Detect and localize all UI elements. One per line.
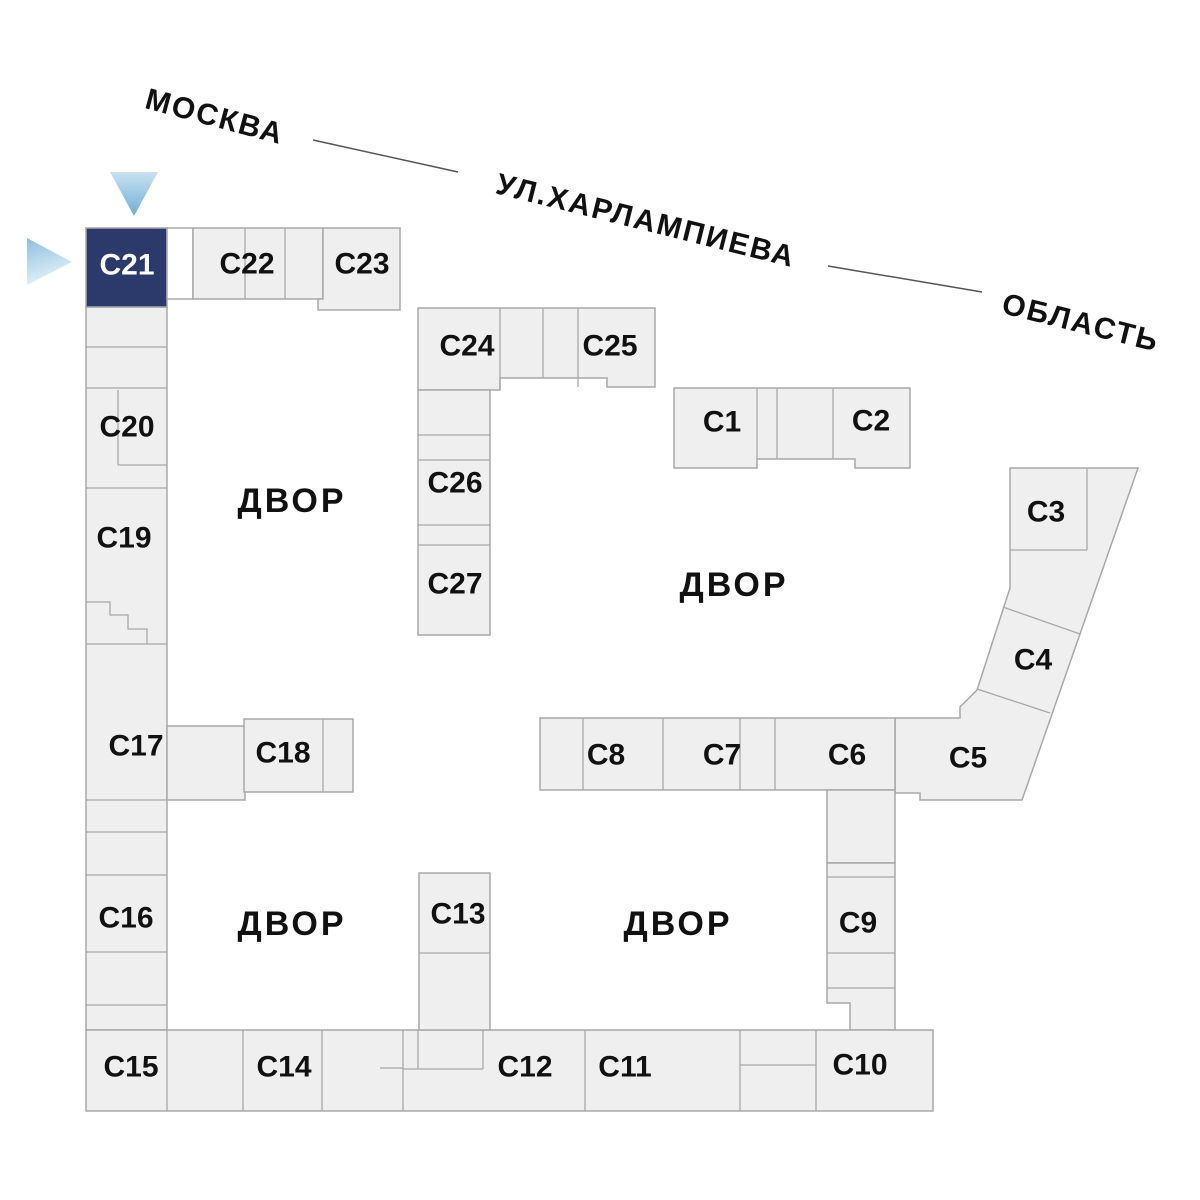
parcel-divider: [1002, 606, 1081, 635]
street-line: [827, 265, 983, 293]
building-shape[interactable]: [673, 387, 911, 469]
courtyard-label: ДВОР: [237, 482, 346, 520]
building-label-C7[interactable]: C7: [703, 739, 741, 772]
building-label-C6[interactable]: C6: [828, 739, 866, 772]
building-label-C3[interactable]: C3: [1027, 496, 1065, 529]
building-label-C17[interactable]: C17: [108, 730, 163, 763]
building-label-C8[interactable]: C8: [587, 739, 625, 772]
building-label-C27[interactable]: C27: [427, 568, 482, 601]
parcel-dividers-layer: [86, 228, 1088, 1111]
building-shape[interactable]: [418, 872, 491, 1031]
building-shape[interactable]: [894, 467, 1140, 801]
building-shape[interactable]: [826, 862, 896, 1031]
building-label-C26[interactable]: C26: [427, 467, 482, 500]
building-label-C13[interactable]: C13: [430, 898, 485, 931]
street-label: УЛ.ХАРЛАМПИЕВА: [493, 168, 799, 274]
building-label-C25[interactable]: C25: [582, 330, 637, 363]
parcel-divider: [86, 601, 148, 644]
parcel-divider: [976, 688, 1051, 714]
courtyard-label: ДВОР: [623, 905, 732, 943]
building-label-C2[interactable]: C2: [852, 405, 890, 438]
building-label-C4[interactable]: C4: [1014, 644, 1053, 677]
building-label-C11[interactable]: C11: [598, 1051, 651, 1084]
building-shape[interactable]: [417, 389, 491, 636]
building-label-C16[interactable]: C16: [98, 902, 153, 935]
building-shape-selected[interactable]: [85, 227, 168, 308]
building-label-C9[interactable]: C9: [839, 907, 877, 940]
building-label-C22[interactable]: C22: [219, 248, 274, 281]
building-label-C12[interactable]: C12: [497, 1051, 552, 1084]
building-shape[interactable]: [243, 718, 354, 793]
building-label-C1[interactable]: C1: [703, 406, 741, 439]
building-label-C19[interactable]: C19: [96, 522, 151, 555]
courtyard-label: ДВОР: [237, 905, 346, 943]
street-label: МОСКВА: [142, 83, 288, 152]
selection-pointers-layer: [27, 172, 158, 285]
building-shape[interactable]: [85, 1029, 934, 1112]
building-label-C10[interactable]: C10: [832, 1049, 887, 1082]
building-shape[interactable]: [166, 227, 194, 300]
building-label-C5[interactable]: C5: [949, 742, 987, 775]
building-label-C23[interactable]: C23: [334, 248, 389, 281]
building-shape[interactable]: [317, 227, 401, 311]
building-shape[interactable]: [826, 789, 896, 864]
buildings-layer: [85, 227, 1140, 1112]
building-label-C14[interactable]: C14: [256, 1051, 311, 1084]
selected-pointer-down-icon: [110, 172, 158, 216]
building-label-C21[interactable]: C21: [99, 249, 154, 282]
building-label-C15[interactable]: C15: [103, 1051, 158, 1084]
street-line: [312, 139, 459, 173]
building-shape[interactable]: [166, 725, 246, 801]
building-label-C20[interactable]: C20: [99, 411, 154, 444]
courtyard-label: ДВОР: [679, 566, 788, 604]
building-label-C18[interactable]: C18: [255, 737, 310, 770]
street-label: ОБЛАСТЬ: [999, 287, 1163, 358]
selected-pointer-right-icon: [27, 238, 72, 285]
building-label-C24[interactable]: C24: [439, 330, 494, 363]
